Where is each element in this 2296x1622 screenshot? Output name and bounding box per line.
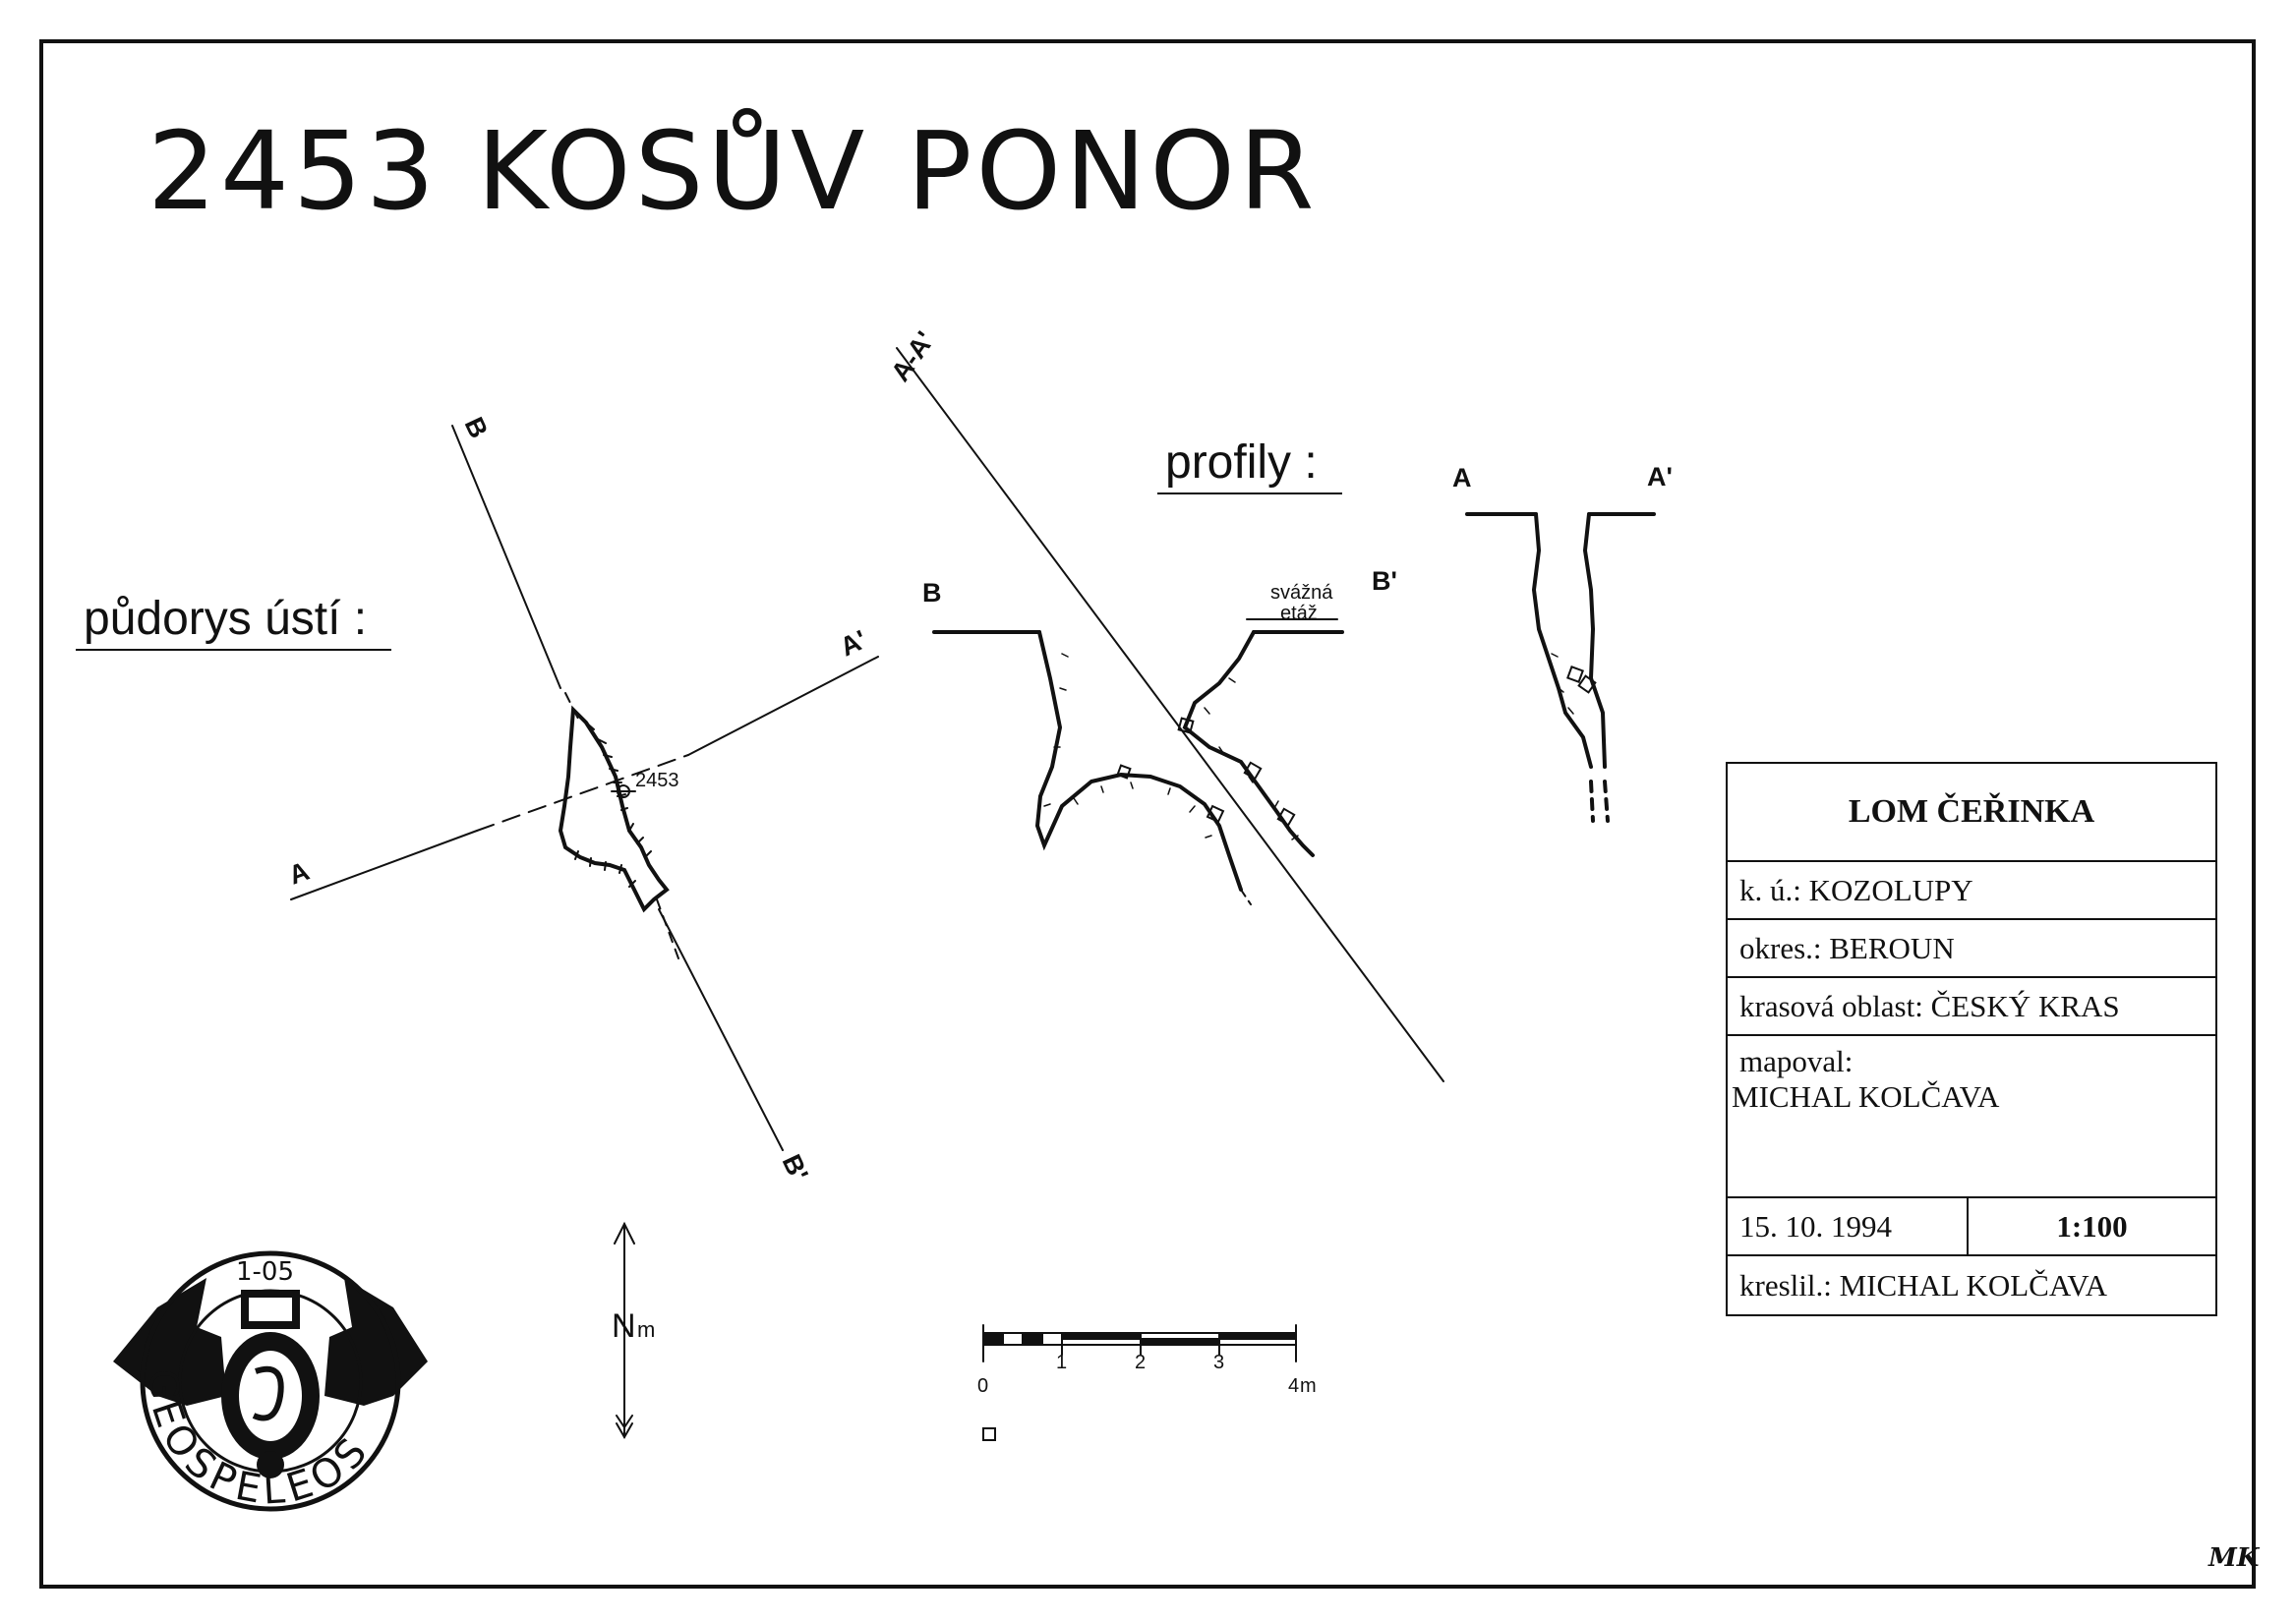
scale-tick-0: 0 bbox=[977, 1375, 988, 1397]
profile-a-boulder-2 bbox=[1577, 674, 1597, 694]
scale-tick-3: 3 bbox=[1213, 1352, 1224, 1373]
profile-a-label-left: A bbox=[1452, 463, 1472, 492]
section-line-a-dashed bbox=[476, 754, 689, 832]
section-line-label: A-A' bbox=[885, 326, 940, 387]
north-arrow-tail bbox=[616, 1415, 633, 1440]
profile-a-wall-dash bbox=[1589, 780, 1610, 823]
section-line-b-dash-top bbox=[564, 692, 581, 724]
north-arrow-label: N bbox=[612, 1307, 636, 1345]
profile-b-boulder-4 bbox=[1243, 761, 1263, 781]
logo-number: 1-05 bbox=[236, 1257, 294, 1287]
profile-b-sediment bbox=[1043, 653, 1299, 840]
info-date-scale: 15. 10. 1994 1:100 bbox=[1728, 1198, 2215, 1256]
section-line-b bbox=[451, 425, 561, 689]
profile-a-label-right: A' bbox=[1647, 462, 1673, 492]
profiles-heading-underline bbox=[1157, 492, 1342, 494]
profile-b-wall-right bbox=[1182, 630, 1315, 857]
info-location: LOM ČEŘINKA bbox=[1728, 764, 2215, 862]
profile-a-sediment bbox=[1551, 653, 1574, 715]
map-title: 2453 KOSŮV PONOR bbox=[147, 108, 1319, 234]
profile-a-wall-right bbox=[1582, 512, 1607, 769]
plan-label-a-prime: A' bbox=[836, 624, 871, 662]
info-cadastral: k. ú.: KOZOLUPY bbox=[1728, 862, 2215, 920]
profile-a-boulder bbox=[1566, 666, 1584, 683]
plan-view-heading-text: půdorys ústí : bbox=[84, 593, 368, 645]
scale-tick-2: 2 bbox=[1135, 1352, 1146, 1373]
profile-b-boulder-3 bbox=[1177, 717, 1195, 734]
section-line-a bbox=[290, 830, 478, 900]
info-mapped-by-name: MICHAL KOLČAVA bbox=[1732, 1079, 2000, 1114]
profile-b-wall-dash bbox=[1240, 889, 1252, 905]
section-line-a-end bbox=[687, 656, 879, 756]
note-line-2: etáž bbox=[1280, 603, 1318, 624]
scale-unit: m bbox=[1300, 1375, 1317, 1397]
info-district: okres.: BEROUN bbox=[1728, 920, 2215, 978]
profile-b-boulder-2 bbox=[1206, 804, 1225, 824]
section-line-b-lower bbox=[658, 908, 784, 1151]
info-mapped-by: mapoval: MICHAL KOLČAVA bbox=[1728, 1036, 2215, 1198]
info-karst-area: krasová oblast: ČESKÝ KRAS bbox=[1728, 978, 2215, 1036]
info-drawn-by: kreslil.: MICHAL KOLČAVA bbox=[1739, 1267, 2108, 1303]
author-signature: MK bbox=[2208, 1543, 2260, 1573]
profile-b-label-right: B' bbox=[1372, 566, 1397, 596]
profile-b-boulder-5 bbox=[1276, 807, 1296, 827]
scale-bar bbox=[982, 1324, 1297, 1362]
note-line-1: svážná bbox=[1270, 582, 1333, 604]
section-line-b-dash-bottom bbox=[656, 898, 679, 959]
plan-heading-underline bbox=[76, 649, 392, 651]
profile-b-wall-left bbox=[1034, 630, 1243, 892]
info-date: 15. 10. 1994 bbox=[1728, 1198, 1969, 1254]
profile-b-boulder bbox=[1116, 764, 1132, 780]
plan-label-a: A bbox=[285, 856, 314, 891]
north-arrow-sub: m bbox=[637, 1317, 655, 1342]
profile-b-label-left: B bbox=[922, 578, 942, 608]
map-frame bbox=[39, 39, 2256, 1589]
info-mapped-by-label: mapoval: bbox=[1739, 1044, 1854, 1078]
info-table: LOM ČEŘINKA k. ú.: KOZOLUPY okres.: BERO… bbox=[1726, 762, 2217, 1316]
small-square-symbol bbox=[982, 1427, 996, 1441]
plan-view-heading: půdorys ústí : bbox=[76, 592, 392, 651]
profile-a-wall-left bbox=[1531, 512, 1593, 769]
north-arrow-head bbox=[614, 1221, 635, 1245]
cave-entrance-hatching bbox=[574, 722, 652, 888]
scale-tick-4: 4 bbox=[1288, 1375, 1299, 1397]
plan-label-b: B bbox=[459, 413, 494, 442]
profile-section-line bbox=[896, 347, 1444, 1082]
cave-entrance-outline bbox=[558, 705, 670, 913]
plan-label-b-prime: B' bbox=[777, 1150, 814, 1186]
geospeleos-logo: 1-05 GEOSPELEOS bbox=[113, 1250, 428, 1514]
info-scale: 1:100 bbox=[2056, 1208, 2128, 1244]
profiles-heading: profily : bbox=[1157, 435, 1342, 494]
profiles-heading-text: profily : bbox=[1165, 436, 1318, 489]
scale-tick-1: 1 bbox=[1056, 1352, 1067, 1373]
survey-point-label: 2453 bbox=[635, 770, 679, 791]
